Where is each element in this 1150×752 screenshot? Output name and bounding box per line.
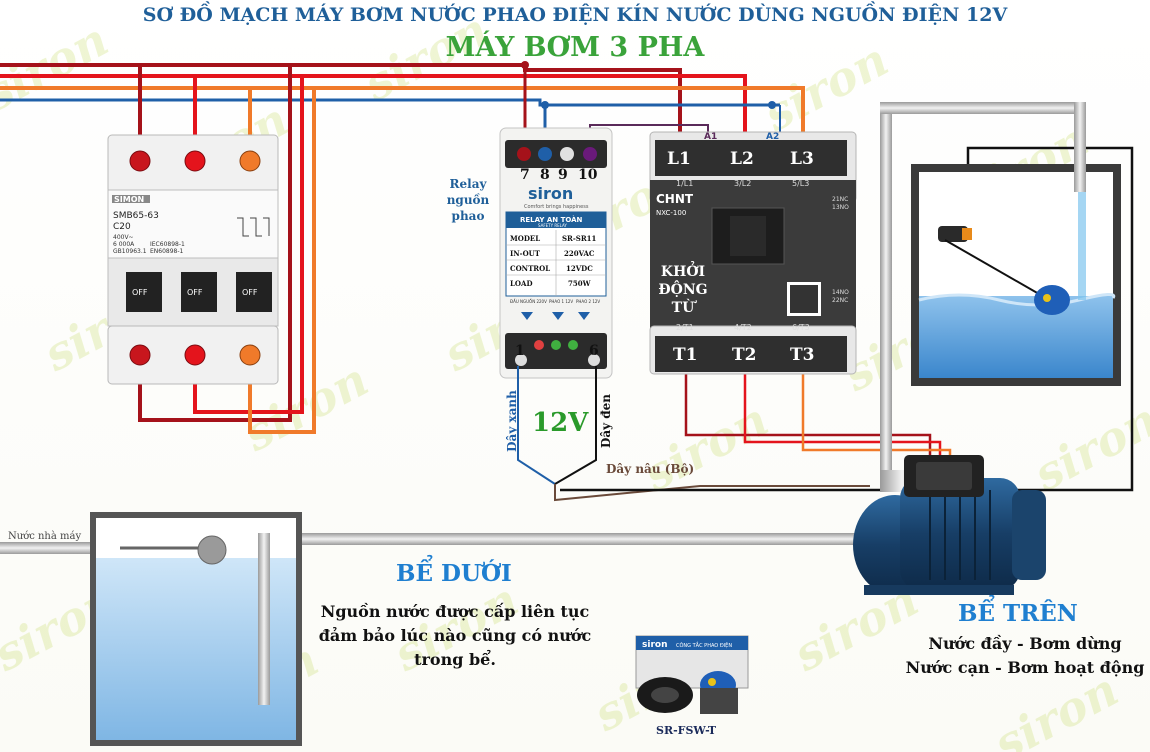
relay-term-7: 7 <box>520 167 530 183</box>
page-subtitle: MÁY BƠM 3 PHA <box>445 32 705 63</box>
contactor-term-t3: T3 <box>790 345 814 365</box>
relay-term-6: 6 <box>589 343 599 359</box>
contactor-sub-t3: 6/T3 <box>792 323 810 332</box>
breaker-off-3: OFF <box>242 288 258 297</box>
power-lines <box>0 63 952 458</box>
breaker-spec-1: 400V~ <box>113 234 134 241</box>
breaker-out-3 <box>248 88 316 434</box>
product-code: SR-FSW-T <box>656 724 717 737</box>
page-title: SƠ ĐỒ MẠCH MÁY BƠM NƯỚC PHAO ĐIỆN KÍN NƯ… <box>142 4 1008 26</box>
relay-spec-label-3: CONTROL <box>510 264 550 273</box>
product-brand: siron <box>642 640 667 650</box>
upper-float <box>938 226 1070 315</box>
relay-bottom-label-2: PHAO 1 12V <box>549 299 573 304</box>
motor-wire-1 <box>684 360 932 458</box>
contactor-aux-bottom-1: 14NO <box>832 289 849 296</box>
relay-spec-table: MODEL SR-SR11 IN-OUT 220VAC CONTROL 12VD… <box>510 234 597 288</box>
upper-tank-line-1: Nước đầy - Bơm dừng <box>928 634 1122 653</box>
product-package: siron CÔNG TẮC PHAO ĐIỆN <box>635 635 749 714</box>
relay-spec-label-4: LOAD <box>510 279 533 288</box>
contactor-term-l1: L1 <box>667 149 691 169</box>
contactor-term-t2: T2 <box>732 345 756 365</box>
relay-brand: siron <box>528 184 573 203</box>
circuit-breaker: SIMON SMB65-63 C20 400V~ 6 000A GB10963.… <box>107 134 279 385</box>
relay-term-9: 9 <box>558 167 568 183</box>
relay-caption: Relay nguồn phao <box>446 177 490 223</box>
relay-spec-label-1: MODEL <box>510 234 540 243</box>
water-pump <box>853 455 1046 595</box>
lower-tank <box>90 512 302 746</box>
junction-dots <box>521 61 776 109</box>
relay-term-1: 1 <box>515 343 525 359</box>
contactor-term-l3: L3 <box>790 149 814 169</box>
wire-brown-label: Dây nâu (Bộ) <box>606 462 695 476</box>
contactor-sub-l3: 5/L3 <box>792 179 809 188</box>
wire-n <box>0 98 780 107</box>
relay-panel-subtitle: SAFETY RELAY <box>538 223 567 228</box>
relay-term-10: 10 <box>578 167 598 183</box>
breaker-out-1 <box>138 65 292 422</box>
contactor-brand: CHNT <box>656 192 694 206</box>
wire-black <box>554 366 597 485</box>
breaker-brand: SIMON <box>114 195 144 204</box>
wire-l2 <box>0 74 747 150</box>
relay-bottom-label-1: ĐẦU NGUỒN 220V <box>510 299 547 304</box>
coil-label-a2: A2 <box>766 132 779 142</box>
relay-spec-value-4: 750W <box>568 279 591 288</box>
contactor-sub-t1: 2/T1 <box>676 323 694 332</box>
contactor-model: NXC-100 <box>656 209 686 217</box>
relay-term-8: 8 <box>540 167 550 183</box>
upper-tank-title: BỂ TRÊN <box>958 600 1078 627</box>
contactor-sub-l2: 3/L2 <box>734 179 751 188</box>
relay-tagline: Comfort brings happiness <box>524 204 589 210</box>
relay-bottom-label-3: PHAO 2 12V <box>576 299 600 304</box>
breaker-spec-2: 6 000A <box>113 241 135 248</box>
contactor-term-l2: L2 <box>730 149 754 169</box>
wire-l3 <box>0 86 805 150</box>
voltage-label: 12V <box>532 408 589 438</box>
wire-black-label: Dây đen <box>599 393 613 449</box>
contactor-aux-top-2: 13NO <box>832 204 849 211</box>
contactor-name: KHỞI ĐỘNG TỪ <box>658 264 708 316</box>
upper-tank <box>911 115 1121 386</box>
wire-blue-label: Dây xanh <box>505 390 519 452</box>
float-relay: 7 8 9 10 siron Comfort brings happiness … <box>499 127 613 379</box>
coil-label-a1: A1 <box>704 132 717 142</box>
relay-spec-label-2: IN-OUT <box>510 249 541 258</box>
motor-wire-2 <box>743 360 942 458</box>
contactor-sub-t2: 4/T2 <box>734 323 752 332</box>
breaker-off-2: OFF <box>187 288 203 297</box>
contactor-aux-bottom-2: 22NC <box>832 297 848 304</box>
breaker-rating: C20 <box>113 222 131 232</box>
wire-blue <box>517 366 556 485</box>
relay-spec-value-3: 12VDC <box>566 264 593 273</box>
product-box-title: CÔNG TẮC PHAO ĐIỆN <box>676 641 732 649</box>
breaker-spec-3: GB10963.1 <box>113 248 147 255</box>
relay-panel-title: RELAY AN TOÀN <box>520 215 583 224</box>
motor-wire-3 <box>801 360 952 458</box>
contactor-term-t1: T1 <box>673 345 697 365</box>
breaker-model: SMB65-63 <box>113 211 159 221</box>
breaker-spec-5: EN60898-1 <box>150 248 184 255</box>
breaker-spec-4: IEC60898-1 <box>150 241 185 248</box>
relay-spec-value-2: 220VAC <box>564 249 595 258</box>
lower-tank-description: Nguồn nước được cấp liên tục đảm bảo lúc… <box>318 602 592 669</box>
breaker-off-1: OFF <box>132 288 148 297</box>
wire-brown <box>554 484 870 502</box>
contactor-sub-l1: 1/L1 <box>676 179 693 188</box>
upper-tank-line-2: Nước cạn - Bơm hoạt động <box>905 658 1145 677</box>
lower-tank-title: BỂ DƯỚI <box>396 560 512 587</box>
contactor: L1 L2 L3 T1 T2 T3 1/L1 3/L2 5/L3 2/T1 4/… <box>649 131 857 375</box>
inlet-label: Nước nhà máy <box>8 531 82 542</box>
contactor-aux-top-1: 21NC <box>832 196 848 203</box>
relay-spec-value-1: SR-SR11 <box>562 234 597 243</box>
